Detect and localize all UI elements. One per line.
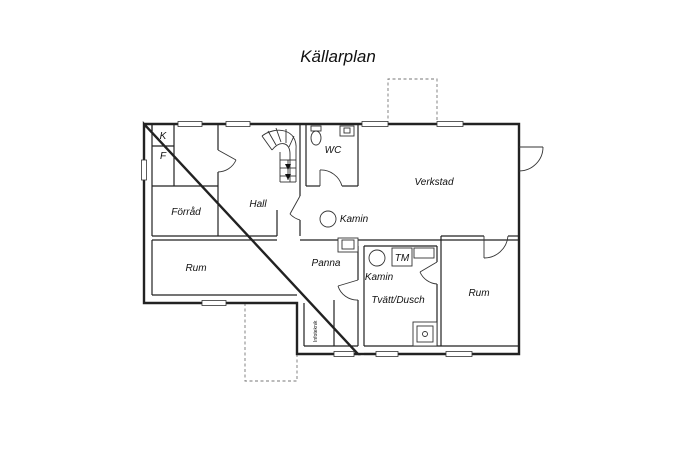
room-label-f: F [160, 151, 167, 162]
toilet-bowl-icon [310, 130, 322, 146]
room-label-rum-right: Rum [468, 288, 489, 299]
stove-circle-icon [319, 210, 337, 228]
room-label-tvatt-dusch: Tvätt/Dusch [371, 295, 425, 306]
room-label-forrad: Förråd [171, 206, 201, 218]
watermark-text: Infoteknik [313, 320, 319, 342]
room-label-kamin-verkstad: Kamin [340, 214, 369, 225]
room-label-panna: Panna [312, 258, 341, 269]
plan-title: Källarplan [300, 47, 376, 66]
windows [141, 121, 473, 357]
interior-walls [151, 124, 519, 347]
toilet-icon [310, 125, 322, 132]
outer-wall [142, 120, 521, 356]
dashed-terrace-bottom [244, 303, 298, 382]
room-label-rum-left: Rum [185, 263, 206, 274]
room-label-k: K [160, 131, 168, 142]
room-label-tm: TM [395, 253, 410, 264]
room-label-kamin-tvatt: Kamin [365, 272, 394, 283]
fixtures [310, 125, 438, 347]
staircase [261, 127, 297, 183]
tm-box [391, 247, 413, 267]
room-label-verkstad: Verkstad [414, 177, 454, 188]
dashed-terrace-top [387, 78, 438, 124]
stove-circle-icon-2 [368, 249, 386, 267]
room-label-hall: Hall [249, 199, 267, 210]
room-label-wc: WC [325, 145, 342, 156]
doors [217, 146, 544, 301]
